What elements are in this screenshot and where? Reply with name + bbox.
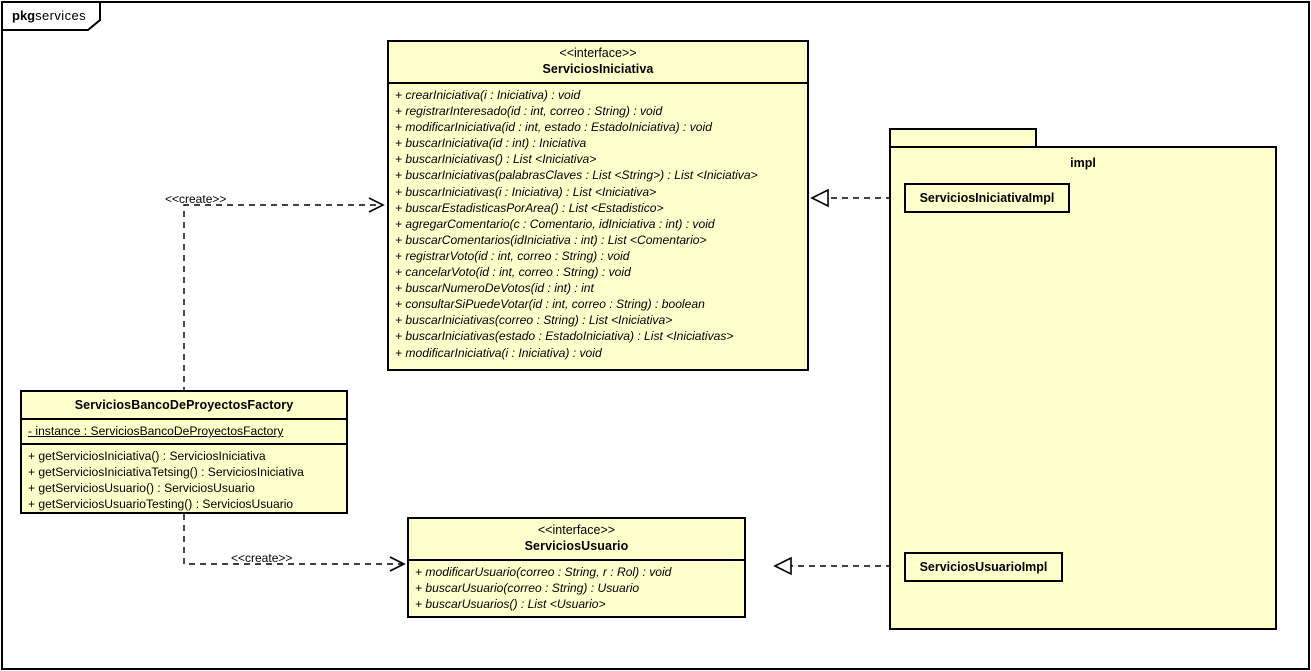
class-servicios-usuario-impl-label: ServiciosUsuarioImpl xyxy=(919,560,1048,574)
dependency-label-create-usuario: <<create>> xyxy=(231,551,293,565)
class-servicios-usuario-name: ServiciosUsuario xyxy=(524,539,629,553)
dependency-label-create-iniciativa: <<create>> xyxy=(165,192,227,206)
class-servicios-iniciativa-impl-label: ServiciosIniciativaImpl xyxy=(919,191,1055,205)
operation-row: + agregarComentario(c : Comentario, idIn… xyxy=(395,216,715,231)
factory-attributes: - instance : ServiciosBancoDeProyectosFa… xyxy=(22,420,346,446)
operation-row: + getServiciosUsuario() : ServiciosUsuar… xyxy=(28,481,255,496)
operation-row: + getServiciosIniciativaTetsing() : Serv… xyxy=(28,465,304,480)
operation-row: + buscarUsuarios() : List <Usuario> xyxy=(415,597,606,612)
operation-row: + buscarIniciativas(correo : String) : L… xyxy=(395,313,673,328)
class-servicios-usuario-impl[interactable]: ServiciosUsuarioImpl xyxy=(904,552,1063,582)
class-servicios-iniciativa-header: <<interface>> ServiciosIniciativa xyxy=(389,42,807,84)
operation-row: + buscarIniciativas() : List <Iniciativa… xyxy=(395,152,597,167)
class-servicios-iniciativa-stereotype: <<interface>> xyxy=(559,46,637,60)
class-servicios-banco-de-proyectos-factory[interactable]: ServiciosBancoDeProyectosFactory - insta… xyxy=(20,390,348,514)
operation-row: + getServiciosIniciativa() : ServiciosIn… xyxy=(28,449,266,464)
operation-row: + registrarInteresado(id : int, correo :… xyxy=(395,104,663,119)
package-impl-label: impl xyxy=(1070,156,1096,170)
frame-name: services xyxy=(35,8,87,23)
attribute-row: - instance : ServiciosBancoDeProyectosFa… xyxy=(28,424,284,438)
operation-row: + buscarEstadisticasPorArea() : List <Es… xyxy=(395,200,664,215)
class-servicios-usuario-header: <<interface>> ServiciosUsuario xyxy=(409,519,744,561)
dependency-create-iniciativa xyxy=(183,197,385,393)
class-servicios-iniciativa-impl[interactable]: ServiciosIniciativaImpl xyxy=(904,183,1070,213)
operation-row: + crearIniciativa(i : Iniciativa) : void xyxy=(395,88,581,102)
frame-keyword: pkg xyxy=(12,8,36,23)
class-servicios-usuario-stereotype: <<interface>> xyxy=(537,523,616,537)
dependency-create-usuario xyxy=(183,514,406,572)
factory-operations: + getServiciosIniciativa() : ServiciosIn… xyxy=(22,445,346,516)
package-impl-tab xyxy=(889,128,1037,148)
diagram-frame-label: pkgservices xyxy=(12,8,86,23)
operation-row: + modificarIniciativa(i : Iniciativa) : … xyxy=(395,345,602,360)
operation-row: + modificarUsuario(correo : String, r : … xyxy=(415,565,672,579)
factory-header: ServiciosBancoDeProyectosFactory xyxy=(22,392,346,420)
diagram-frame-tab xyxy=(1,1,101,31)
operation-row: + getServiciosUsuarioTesting() : Servici… xyxy=(28,497,294,512)
factory-name: ServiciosBancoDeProyectosFactory xyxy=(74,398,294,412)
class-servicios-iniciativa-name: ServiciosIniciativa xyxy=(542,62,654,76)
operation-row: + buscarIniciativas(estado : EstadoInici… xyxy=(395,329,734,344)
class-servicios-usuario-operations: + modificarUsuario(correo : String, r : … xyxy=(409,561,744,616)
operation-row: + buscarComentarios(idIniciativa : int) … xyxy=(395,232,707,247)
class-servicios-iniciativa-operations: + crearIniciativa(i : Iniciativa) : void… xyxy=(389,84,807,365)
operation-row: + buscarIniciativa(id : int) : Iniciativ… xyxy=(395,136,587,151)
operation-row: + modificarIniciativa(id : int, estado :… xyxy=(395,120,712,135)
operation-row: + cancelarVoto(id : int, correo : String… xyxy=(395,265,631,280)
class-servicios-usuario[interactable]: <<interface>> ServiciosUsuario + modific… xyxy=(407,517,746,618)
operation-row: + registrarVoto(id : int, correo : Strin… xyxy=(395,248,630,263)
operation-row: + buscarIniciativas(palabrasClaves : Lis… xyxy=(395,168,758,183)
operation-row: + buscarIniciativas(i : Iniciativa) : Li… xyxy=(395,184,657,199)
operation-row: + consultarSiPuedeVotar(id : int, correo… xyxy=(395,297,705,312)
realization-usuario xyxy=(773,556,903,576)
operation-row: + buscarUsuario(correo : String) : Usuar… xyxy=(415,581,640,596)
package-impl-body: impl xyxy=(889,146,1277,630)
class-servicios-iniciativa[interactable]: <<interface>> ServiciosIniciativa + crea… xyxy=(387,40,809,371)
operation-row: + buscarNumeroDeVotos(id : int) : int xyxy=(395,281,594,296)
